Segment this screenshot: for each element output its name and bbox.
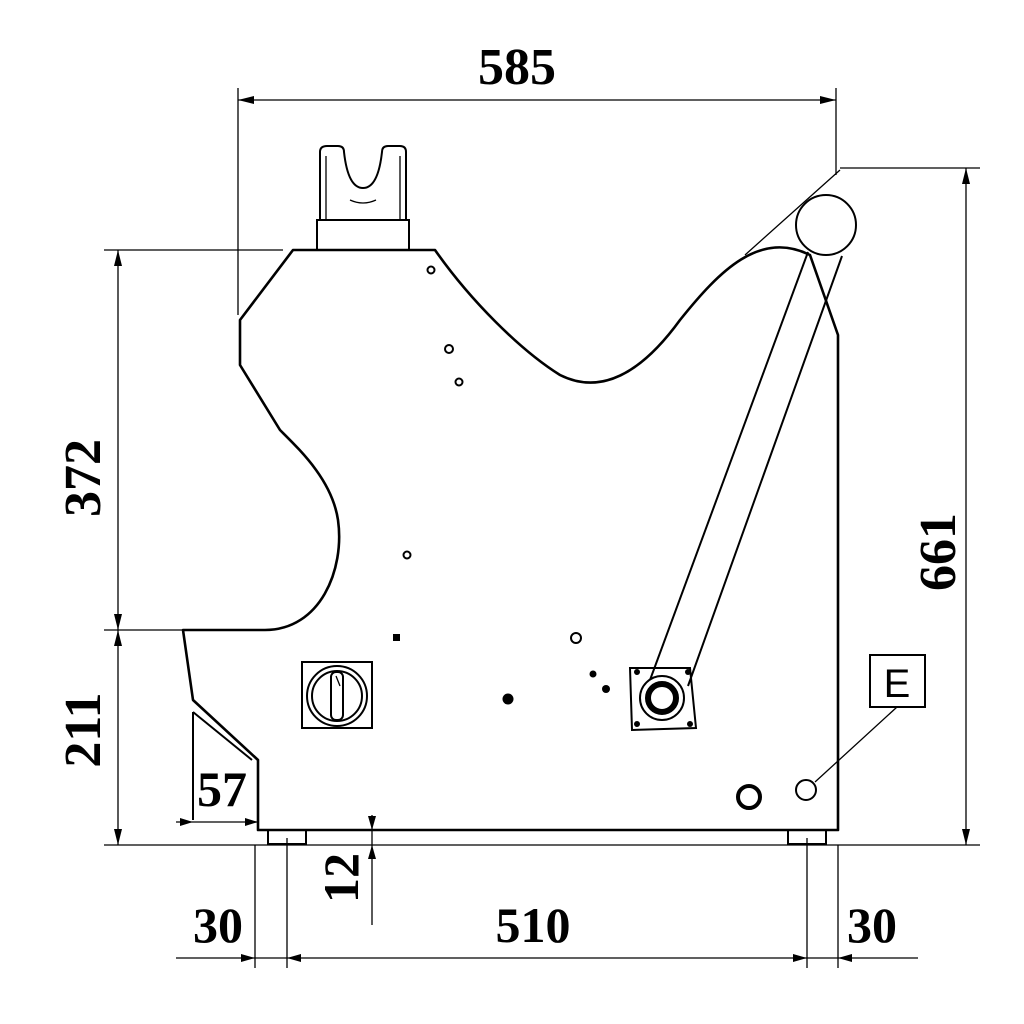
switch-plate	[301, 661, 373, 729]
arrowhead	[368, 845, 376, 859]
arrowhead	[180, 818, 193, 826]
dim-overall-width: 585	[237, 39, 837, 315]
dim-text-right-offset: 30	[847, 897, 897, 953]
pivot-hub-inner	[645, 681, 679, 715]
switch-ring-outer	[306, 665, 368, 727]
earth-leader-line	[814, 706, 898, 783]
hole	[570, 632, 582, 644]
hole	[426, 265, 436, 275]
hole	[444, 344, 454, 354]
dim-text: 57	[197, 761, 247, 817]
arrowhead	[962, 168, 970, 184]
hole-filled	[502, 693, 514, 705]
rotary-switch	[301, 661, 373, 729]
earth-label-group: E	[814, 654, 926, 783]
arrowhead	[962, 829, 970, 845]
holes	[393, 265, 817, 810]
dim-foot-height: 12	[313, 815, 376, 925]
arrowhead	[114, 630, 122, 646]
arm-top-knob	[795, 194, 857, 256]
pivot-flange	[628, 667, 698, 732]
arm-guide-line	[744, 169, 841, 256]
dim-text-foot-spacing: 510	[496, 897, 571, 953]
fork-shape	[319, 145, 407, 220]
hole-filled	[589, 670, 597, 678]
chamfer-inner-line	[192, 711, 253, 761]
body-outline	[181, 246, 840, 832]
hole-filled	[602, 685, 610, 693]
dim-lower-height: 211	[55, 630, 122, 845]
arrowhead	[368, 816, 376, 830]
earth-terminal	[795, 779, 817, 801]
arrowhead	[838, 954, 852, 962]
pivot-hub-outer	[639, 675, 685, 721]
arrowhead	[820, 96, 836, 104]
earth-label-box	[869, 654, 926, 708]
arrowhead	[241, 954, 255, 962]
flange-bolt-3	[634, 721, 640, 727]
switch-indicator	[335, 675, 341, 687]
fork-base	[316, 219, 410, 251]
arrowhead	[114, 250, 122, 266]
arrowhead	[114, 829, 122, 845]
dim-bottom-chain: 30 510 30	[176, 838, 918, 968]
hole	[454, 377, 464, 387]
dim-chamfer-width: 57	[176, 761, 258, 826]
dim-text-left-offset: 30	[193, 897, 243, 953]
fork-holder	[316, 145, 410, 251]
lever-arm	[628, 169, 857, 732]
cable-gland	[736, 784, 762, 810]
flange-bolt-2	[685, 669, 691, 675]
arm-rod-right	[687, 255, 843, 687]
feet	[104, 829, 980, 846]
fork-inner-line	[325, 156, 401, 220]
arrowhead	[114, 614, 122, 630]
dim-text: 12	[313, 853, 369, 903]
dim-text: 661	[910, 513, 967, 591]
flange-bolt-1	[634, 669, 640, 675]
dim-text: 211	[55, 692, 112, 767]
switch-knob	[330, 671, 344, 721]
arm-rod-left	[649, 251, 809, 681]
arrowhead	[287, 954, 301, 962]
machine-body	[181, 246, 840, 832]
arrowhead	[793, 954, 807, 962]
body-top-chamfer	[239, 249, 294, 321]
dim-text: 585	[478, 39, 556, 96]
dim-overall-height: 661	[840, 167, 980, 845]
hole-square	[393, 634, 400, 641]
arrowhead	[238, 96, 254, 104]
dim-text: 372	[55, 439, 112, 517]
hole	[402, 550, 412, 560]
earth-label-text: E	[884, 662, 911, 706]
flange-bolt-4	[687, 721, 693, 727]
arrowhead	[245, 818, 258, 826]
